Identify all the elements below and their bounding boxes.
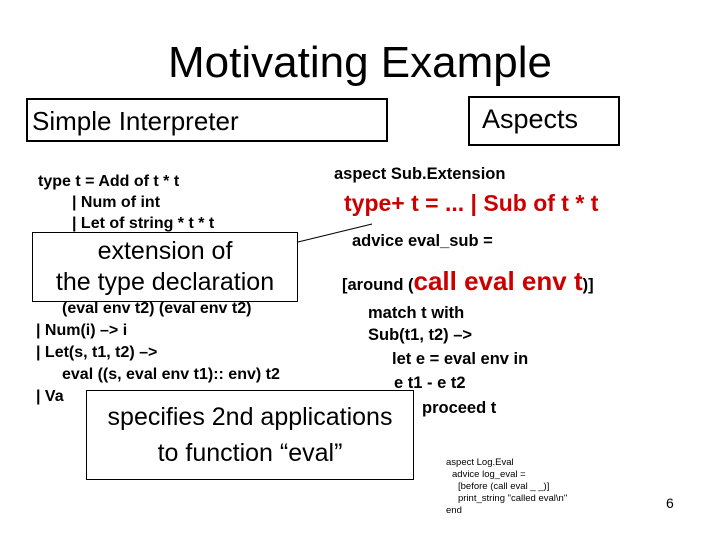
code-line: (eval env t2) (eval env t2)	[62, 300, 252, 317]
code-line: | Va	[36, 388, 64, 405]
aspects-heading: Aspects	[482, 104, 579, 134]
simple-interpreter-heading: Simple Interpreter	[32, 106, 239, 136]
code-line: type t = Add of t * t	[38, 173, 180, 190]
code-line: | Num(i) –> i	[36, 322, 128, 339]
pointcut-call: call eval env t	[413, 266, 583, 296]
aspects-box	[468, 96, 620, 146]
slide-title: Motivating Example	[168, 38, 552, 87]
advice-body-line: match t with	[368, 304, 465, 322]
advice-declaration: advice eval_sub =	[352, 232, 493, 250]
type-extension-callout: extension of the type declaration	[32, 232, 298, 302]
code-line: eval ((s, eval env t1):: env) t2	[62, 366, 280, 383]
log-aspect-line: advice log_eval =	[452, 469, 526, 480]
advice-pointcut: [around (call eval env t)]	[342, 266, 594, 297]
log-aspect-line: [before (call eval _ _)]	[458, 481, 550, 492]
eval-callout: specifies 2nd applications to function “…	[86, 390, 414, 480]
pointcut-prefix: [around (	[342, 276, 414, 294]
callout-line: extension of	[97, 236, 233, 265]
pointcut-suffix: )]	[582, 276, 594, 294]
advice-body-line: Sub(t1, t2) –>	[368, 326, 473, 344]
type-extension: type+ t = ... | Sub of t * t	[344, 190, 599, 216]
advice-body-line: e t1 - e t2	[394, 374, 466, 392]
callout-line: the type declaration	[55, 268, 275, 296]
code-line: | Let(s, t1, t2) –>	[36, 344, 158, 361]
simple-interpreter-box	[26, 98, 388, 142]
advice-body-line: let e = eval env in	[392, 350, 529, 368]
log-aspect-line: print_string "called eval\n"	[458, 493, 568, 504]
callout-line: to function “eval”	[157, 439, 343, 467]
page-number: 6	[666, 495, 674, 511]
code-line: | Num of int	[72, 194, 161, 211]
callout-line: specifies 2nd applications	[107, 402, 393, 431]
aspect-header: aspect Sub.Extension	[334, 165, 506, 183]
log-aspect-line: aspect Log.Eval	[446, 457, 514, 468]
code-line: | Let of string * t * t	[72, 215, 215, 232]
log-aspect-line: end	[446, 505, 462, 516]
advice-body-line: proceed t	[422, 399, 497, 417]
